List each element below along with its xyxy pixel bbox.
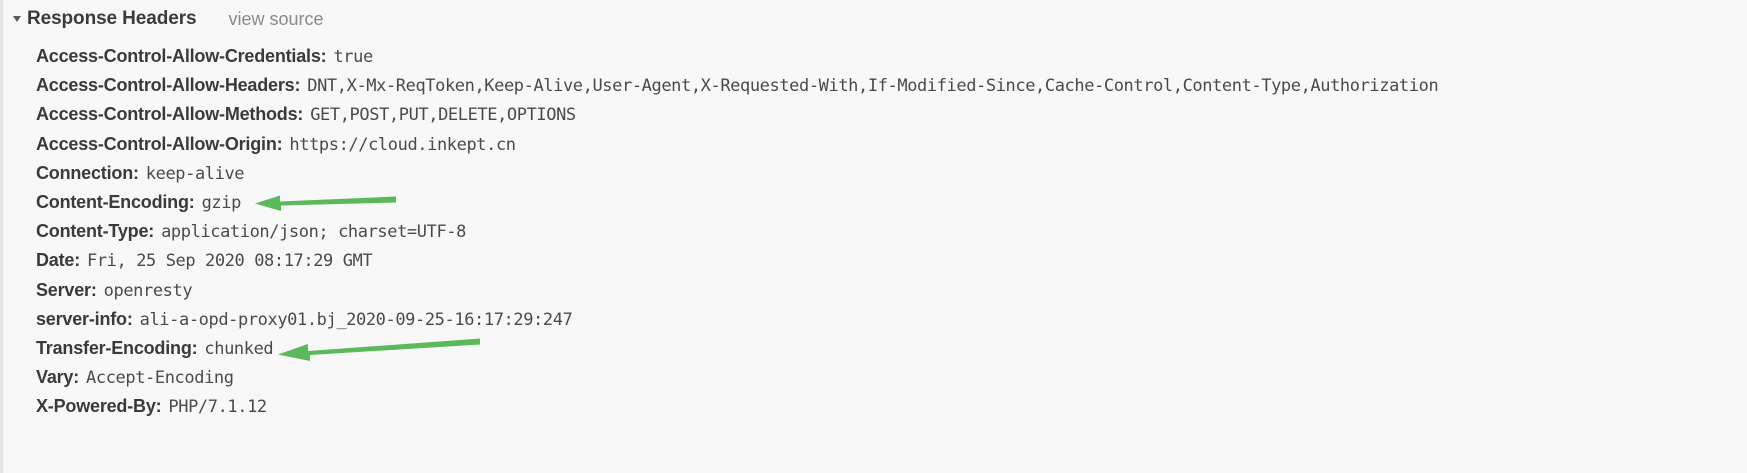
- header-row[interactable]: Access-Control-Allow-Headers: DNT,X-Mx-Re…: [36, 71, 1747, 100]
- header-value: chunked: [204, 338, 274, 359]
- header-name: Server:: [36, 279, 97, 300]
- header-row[interactable]: Access-Control-Allow-Origin: https://clou…: [36, 130, 1747, 159]
- header-name: Transfer-Encoding:: [36, 337, 198, 358]
- header-value: openresty: [103, 280, 193, 301]
- header-value: DNT,X-Mx-ReqToken,Keep-Alive,User-Agent,…: [307, 76, 1439, 97]
- header-row[interactable]: Transfer-Encoding: chunked: [36, 334, 1747, 363]
- header-name: Content-Encoding:: [36, 191, 195, 212]
- header-row[interactable]: Content-Encoding: gzip: [36, 188, 1747, 217]
- response-headers-section-header[interactable]: Response Headers view source: [13, 6, 324, 32]
- header-value: GET,POST,PUT,DELETE,OPTIONS: [310, 105, 576, 126]
- header-row[interactable]: Server: openresty: [36, 276, 1747, 305]
- header-name: Date:: [36, 250, 81, 271]
- header-row[interactable]: Access-Control-Allow-Credentials: true: [36, 42, 1747, 71]
- header-row[interactable]: Access-Control-Allow-Methods: GET,POST,PU…: [36, 100, 1747, 129]
- header-row[interactable]: Vary: Accept-Encoding: [36, 363, 1747, 392]
- header-row[interactable]: X-Powered-By: PHP/7.1.12: [36, 392, 1747, 421]
- header-row[interactable]: Date: Fri, 25 Sep 2020 08:17:29 GMT: [36, 246, 1747, 275]
- header-value: Accept-Encoding: [86, 368, 234, 389]
- header-row[interactable]: Content-Type: application/json; charset=U…: [36, 217, 1747, 246]
- header-value: Fri, 25 Sep 2020 08:17:29 GMT: [87, 251, 373, 272]
- header-name: Connection:: [36, 162, 139, 183]
- header-value: ali-a-opd-proxy01.bj_2020-09-25-16:17:29…: [139, 309, 573, 330]
- chevron-down-icon[interactable]: [13, 16, 21, 22]
- view-source-link[interactable]: view source: [228, 8, 324, 29]
- header-name: Content-Type:: [36, 221, 155, 242]
- header-name: Access-Control-Allow-Origin:: [36, 133, 283, 154]
- header-name: Access-Control-Allow-Credentials:: [36, 46, 327, 66]
- header-value: https://cloud.inkept.cn: [289, 134, 516, 155]
- header-value: application/json; charset=UTF-8: [161, 222, 466, 243]
- header-value: keep-alive: [145, 163, 245, 184]
- header-row[interactable]: server-info: ali-a-opd-proxy01.bj_2020-09…: [36, 305, 1747, 334]
- header-name: Access-Control-Allow-Headers:: [36, 75, 301, 96]
- header-value: PHP/7.1.12: [168, 397, 267, 418]
- section-title: Response Headers: [27, 8, 197, 29]
- header-value: gzip: [201, 192, 242, 213]
- header-name: X-Powered-By:: [36, 396, 162, 417]
- header-row[interactable]: Connection: keep-alive: [36, 159, 1747, 188]
- header-name: Access-Control-Allow-Methods:: [36, 104, 304, 125]
- header-name: Vary:: [36, 367, 80, 388]
- header-value: true: [333, 47, 373, 67]
- header-name: server-info:: [36, 308, 133, 329]
